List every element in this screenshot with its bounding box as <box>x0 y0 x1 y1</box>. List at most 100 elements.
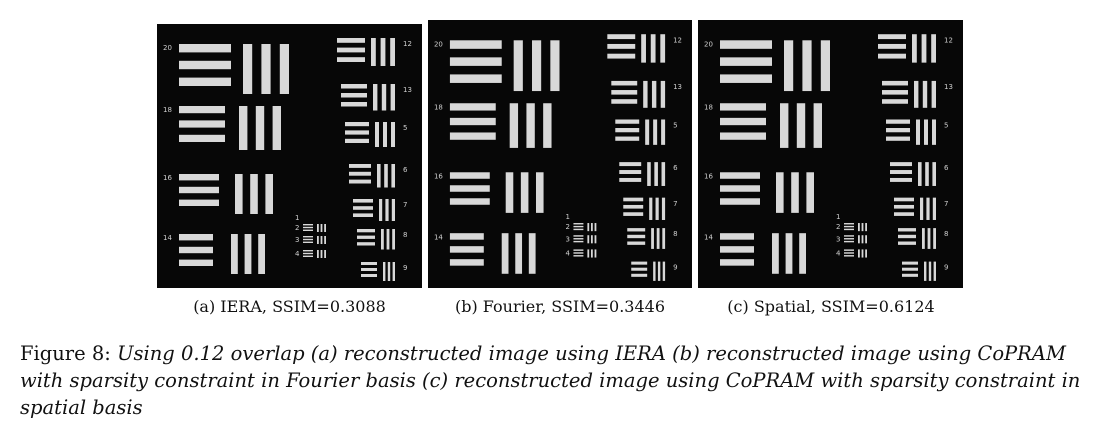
bar <box>317 236 319 244</box>
element-number: 13 <box>944 83 953 91</box>
bar <box>865 249 867 258</box>
bar <box>179 186 219 194</box>
bar <box>785 233 793 274</box>
bar <box>449 233 484 240</box>
bar <box>337 57 365 62</box>
bar <box>341 102 367 107</box>
bar <box>886 128 910 133</box>
vertical-bar-group <box>371 38 395 66</box>
element-number: 16 <box>434 172 443 180</box>
horizontal-bar-group <box>844 235 854 243</box>
bar <box>250 174 258 214</box>
horizontal-bar-group <box>607 34 636 59</box>
bar <box>861 249 864 258</box>
bar <box>920 197 924 220</box>
bar <box>320 224 323 232</box>
element-number: 7 <box>673 200 677 208</box>
bar <box>573 252 584 254</box>
vertical-bar-group <box>776 172 814 213</box>
bar <box>573 255 584 257</box>
bar <box>594 223 597 232</box>
bar <box>932 197 936 220</box>
bar <box>615 128 640 133</box>
element-number: 8 <box>673 230 677 238</box>
bar <box>656 228 660 249</box>
bar <box>532 40 542 92</box>
vertical-bar-group <box>235 174 273 214</box>
bar <box>317 224 319 232</box>
bar <box>239 106 248 150</box>
element-number: 20 <box>704 40 713 48</box>
bar <box>623 197 644 202</box>
element-number: 7 <box>944 200 948 208</box>
bar <box>449 117 496 126</box>
bar <box>662 261 666 281</box>
horizontal-bar-group <box>303 236 313 243</box>
horizontal-bar-group <box>573 223 584 231</box>
bar <box>573 225 584 228</box>
vertical-bar-group <box>647 162 666 186</box>
horizontal-bar-group <box>720 233 754 266</box>
bar <box>179 120 225 128</box>
horizontal-bar-group <box>303 250 313 257</box>
bar <box>449 57 502 66</box>
vertical-bar-group <box>501 233 536 274</box>
bar <box>377 164 381 188</box>
bar <box>878 43 906 49</box>
bar <box>449 132 496 140</box>
bar <box>272 106 281 150</box>
vertical-bar-group <box>587 235 597 244</box>
bar <box>720 40 772 49</box>
bar <box>844 255 854 257</box>
bar <box>361 268 377 271</box>
bar <box>627 234 646 239</box>
bar <box>886 136 910 141</box>
bar <box>890 162 912 167</box>
vertical-bar-group <box>587 249 597 258</box>
bar <box>375 122 379 147</box>
bar <box>844 249 854 251</box>
vertical-bar-group <box>918 162 936 186</box>
bar <box>179 246 213 254</box>
bar <box>361 262 377 265</box>
element-number: 16 <box>704 172 713 180</box>
element-number: 6 <box>403 166 408 174</box>
element-number: 2 <box>836 223 840 231</box>
bar <box>528 233 536 274</box>
bar <box>921 34 927 63</box>
element-number: 12 <box>944 36 953 44</box>
vertical-bar-group <box>383 262 395 281</box>
element-number: 4 <box>295 250 300 258</box>
bar <box>720 132 766 140</box>
bar <box>623 212 644 216</box>
bar <box>607 43 636 49</box>
bar <box>813 103 822 148</box>
bar <box>384 164 388 188</box>
bar <box>926 197 930 220</box>
bar <box>902 273 918 277</box>
bar <box>931 80 936 108</box>
element-number: 12 <box>673 36 682 44</box>
bar <box>916 119 920 145</box>
horizontal-bar-group <box>878 34 906 59</box>
bar <box>509 103 519 148</box>
horizontal-bar-group <box>890 162 912 182</box>
bar <box>844 225 854 228</box>
bar <box>619 162 642 167</box>
panel-a-caption: (a) IERA, SSIM=0.3088 <box>193 297 386 316</box>
horizontal-bar-group <box>303 224 313 231</box>
bar <box>349 171 371 176</box>
bar <box>361 274 377 277</box>
bar <box>279 44 289 94</box>
bar <box>449 172 490 179</box>
bar <box>861 223 864 232</box>
bar <box>381 229 384 250</box>
bar <box>662 228 666 249</box>
horizontal-bar-group <box>361 262 377 277</box>
horizontal-bar-group <box>611 80 638 104</box>
bar <box>505 172 514 213</box>
element-number: 14 <box>704 233 713 241</box>
bar <box>373 84 378 111</box>
vertical-bar-group <box>505 172 544 213</box>
